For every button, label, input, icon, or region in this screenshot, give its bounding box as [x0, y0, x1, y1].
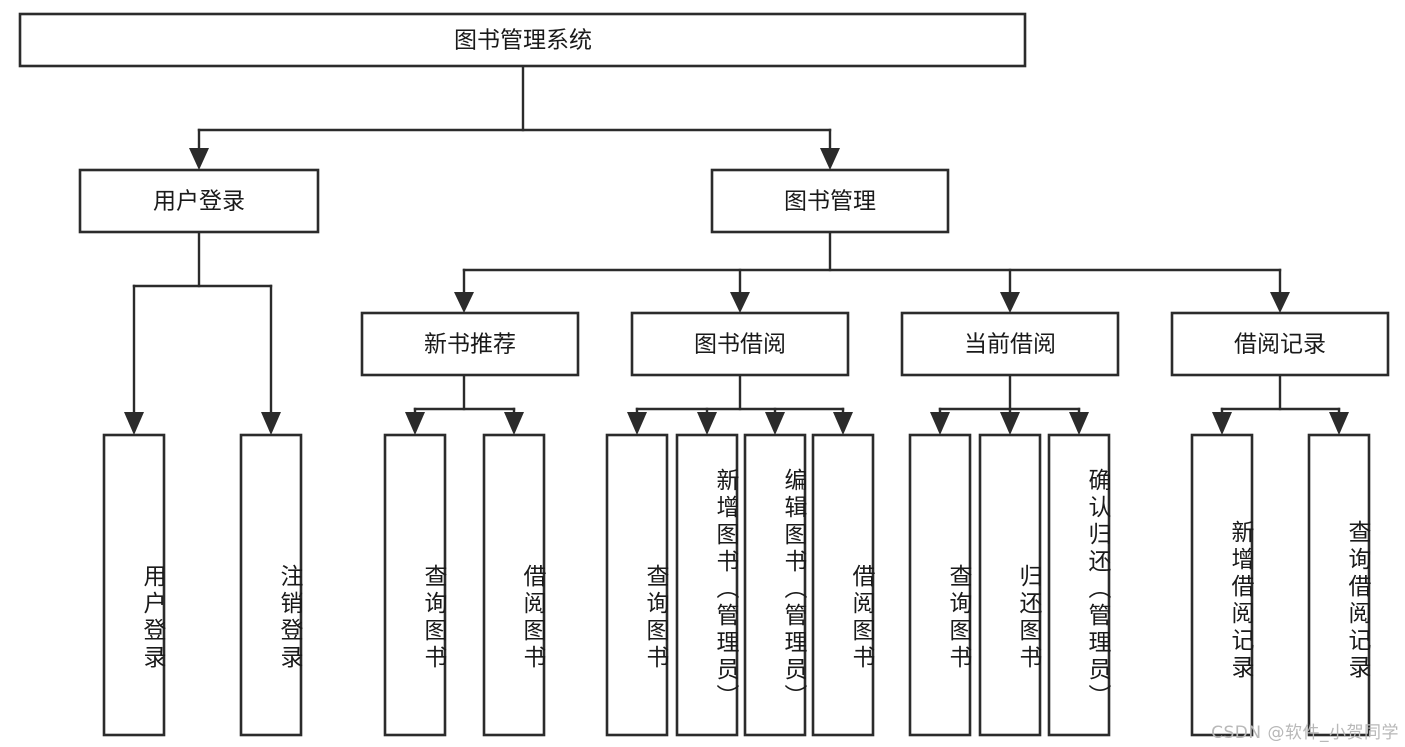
node-book-management-label: 图书管理 [784, 189, 876, 215]
leaf-box-group [102, 433, 1371, 737]
leaf-box-confirm-return[interactable] [1047, 433, 1111, 737]
node-user-login[interactable]: 用户登录 [78, 168, 320, 234]
node-book-borrow-label: 图书借阅 [694, 332, 786, 358]
node-new-book-recommend-label: 新书推荐 [424, 332, 516, 358]
csdn-watermark: CSDN @软件_小贺同学 [1211, 723, 1399, 743]
leaf-box-query-book-2[interactable] [605, 433, 669, 737]
node-new-book-recommend[interactable]: 新书推荐 [360, 311, 580, 377]
arrow-bookmgmt-to-newbook [454, 292, 474, 313]
node-user-login-box[interactable] [78, 168, 320, 234]
node-new-book-recommend-box[interactable] [360, 311, 580, 377]
node-borrow-record[interactable]: 借阅记录 [1170, 311, 1390, 377]
node-current-borrow-label: 当前借阅 [964, 332, 1056, 358]
leaf-box-borrow-book-1[interactable] [482, 433, 546, 737]
connector-group-record [1212, 373, 1349, 435]
node-book-borrow-box[interactable] [630, 311, 850, 377]
arrow-root-to-bookmgmt [820, 148, 840, 170]
node-root-label: 图书管理系统 [454, 28, 592, 54]
leaf-box-logout[interactable] [239, 433, 303, 737]
arrow-borrow-leaf-2 [697, 412, 717, 435]
leaf-box-query-record[interactable] [1307, 433, 1371, 737]
node-root[interactable]: 图书管理系统 [18, 12, 1027, 68]
leaf-box-user-login[interactable] [102, 433, 166, 737]
leaf-box-query-book-1[interactable] [383, 433, 447, 737]
node-root-box[interactable] [18, 12, 1027, 68]
arrow-newbook-leaf-2 [504, 412, 524, 435]
arrow-bookmgmt-to-current [1000, 292, 1020, 313]
node-borrow-record-label: 借阅记录 [1234, 332, 1326, 358]
node-book-management-box[interactable] [710, 168, 950, 234]
arrow-root-to-login [189, 148, 209, 170]
node-current-borrow[interactable]: 当前借阅 [900, 311, 1120, 377]
arrow-current-leaf-3 [1069, 412, 1089, 435]
arrow-record-leaf-1 [1212, 412, 1232, 435]
arrow-current-leaf-1 [930, 412, 950, 435]
node-borrow-record-box[interactable] [1170, 311, 1390, 377]
leaf-box-return-book[interactable] [978, 433, 1042, 737]
connector-group-current [930, 373, 1089, 435]
leaf-box-borrow-book-2[interactable] [811, 433, 875, 737]
leaf-box-edit-book[interactable] [743, 433, 807, 737]
node-book-management[interactable]: 图书管理 [710, 168, 950, 234]
node-book-borrow[interactable]: 图书借阅 [630, 311, 850, 377]
arrow-borrow-leaf-3 [765, 412, 785, 435]
arrow-bookmgmt-to-borrow [730, 292, 750, 313]
arrow-record-leaf-2 [1329, 412, 1349, 435]
connector-group-login [124, 230, 281, 435]
node-current-borrow-box[interactable] [900, 311, 1120, 377]
arrow-login-leaf-2 [261, 412, 281, 435]
arrow-borrow-leaf-4 [833, 412, 853, 435]
leaf-box-add-record[interactable] [1190, 433, 1254, 737]
node-user-login-label: 用户登录 [153, 189, 245, 215]
arrow-bookmgmt-to-record [1270, 292, 1290, 313]
leaf-box-add-book[interactable] [675, 433, 739, 737]
arrow-newbook-leaf-1 [405, 412, 425, 435]
leaf-box-query-book-3[interactable] [908, 433, 972, 737]
connector-group-root [189, 64, 840, 170]
arrow-borrow-leaf-1 [627, 412, 647, 435]
arrow-login-leaf-1 [124, 412, 144, 435]
connector-group-borrow [627, 373, 853, 435]
connector-group-newbook [405, 373, 524, 435]
connector-group-bookmgmt [454, 230, 1290, 313]
arrow-current-leaf-2 [1000, 412, 1020, 435]
